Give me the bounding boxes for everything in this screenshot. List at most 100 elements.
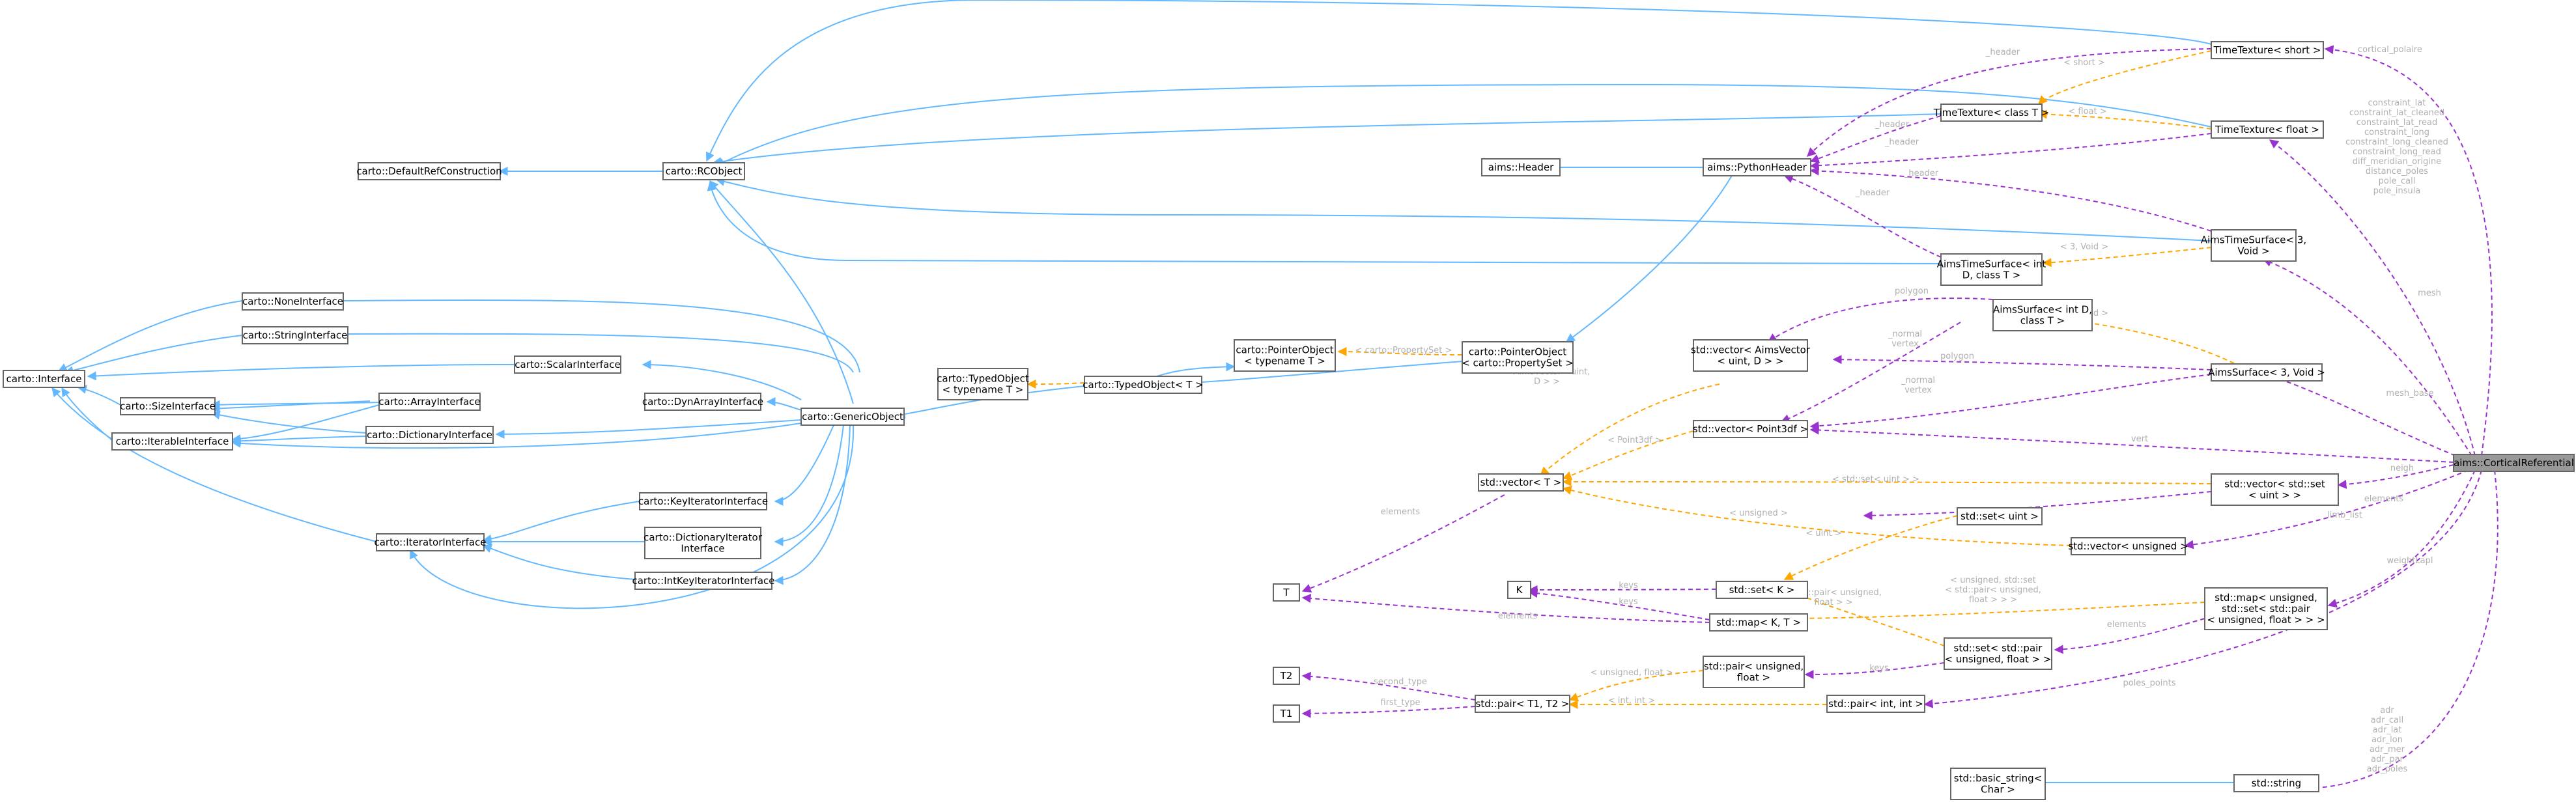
- usage-edge-normal-vertex-surface-3: [1809, 374, 2212, 431]
- node-box: [365, 426, 494, 444]
- class-node-map-kt[interactable]: std::map< K, T >: [1709, 613, 1808, 632]
- node-box: [358, 162, 501, 180]
- edge-label-polygon-1: polygon: [1895, 286, 1929, 296]
- class-node-aims-surface-3[interactable]: AimsSurface< 3, Void >: [2208, 363, 2325, 382]
- class-node-set-pair[interactable]: std::set< std::pair< unsigned, float > >: [1944, 637, 2052, 670]
- node-box: [1944, 637, 2052, 670]
- class-node-pointer-object-typename[interactable]: carto::PointerObject< typename T >: [1234, 339, 1336, 372]
- class-node-pair-int-int[interactable]: std::pair< int, int >: [1826, 695, 1925, 713]
- class-node-pair-t1-t2[interactable]: std::pair< T1, T2 >: [1475, 695, 1570, 713]
- edge-label-vert: vert: [2131, 434, 2148, 444]
- class-node-aims-surface-int[interactable]: AimsSurface< int D,class T >: [1992, 299, 2093, 331]
- edge-label-poles-points: poles_points: [2123, 678, 2175, 688]
- node-label: std::set< std::pair: [1954, 643, 2043, 654]
- node-box: [1084, 376, 1202, 394]
- class-node-typed-object-t[interactable]: carto::TypedObject< T >: [1083, 376, 1204, 394]
- node-label: carto::PointerObject: [1469, 346, 1566, 358]
- class-node-pointer-object-propset[interactable]: carto::PointerObject< carto::PropertySet…: [1462, 341, 1574, 374]
- class-node-rcobject[interactable]: carto::RCObject: [662, 162, 745, 180]
- usage-edge-polygon-surface-int: [1767, 298, 1994, 342]
- inherit-edge-scalar-interface: [642, 360, 802, 400]
- edge-label-point3df: < Point3df >: [1607, 436, 1662, 445]
- class-node-vector-aimsvector[interactable]: std::vector< AimsVector< uint, D > >: [1691, 339, 1811, 372]
- class-node-vector-point3df[interactable]: std::vector< Point3df >: [1693, 420, 1808, 438]
- class-node-generic-object[interactable]: carto::GenericObject: [800, 408, 905, 426]
- class-node-set-k[interactable]: std::set< K >: [1716, 581, 1808, 599]
- node-box: [1507, 581, 1531, 599]
- class-node-string-interface[interactable]: carto::StringInterface: [242, 326, 348, 344]
- class-node-dyn-array-interface[interactable]: carto::DynArrayInterface: [642, 393, 763, 411]
- class-node-key-iterator-interface[interactable]: carto::KeyIteratorInterface: [638, 492, 768, 510]
- node-box: [1273, 704, 1300, 723]
- class-node-none-interface[interactable]: carto::NoneInterface: [242, 292, 344, 311]
- class-node-t1[interactable]: T1: [1273, 704, 1300, 723]
- node-label: < uint > >: [2248, 490, 2301, 501]
- class-node-time-texture-float[interactable]: TimeTexture< float >: [2211, 120, 2324, 139]
- class-node-time-texture-class[interactable]: TimeTexture< class T >: [1933, 104, 2049, 122]
- class-node-t[interactable]: T: [1273, 583, 1300, 602]
- edge-label-text: neigh: [2390, 464, 2414, 473]
- node-label: carto::DefaultRefConstruction: [356, 165, 502, 177]
- edge-label-elements-1: elements: [2364, 494, 2404, 504]
- class-node-vector-set-uint[interactable]: std::vector< std::set< uint > >: [2211, 473, 2339, 506]
- usage-edge-header-float: [1809, 133, 2212, 171]
- template-edge-pointer-object-propset: [1337, 347, 1463, 357]
- class-node-t2[interactable]: T2: [1273, 667, 1300, 685]
- class-node-vector-unsigned[interactable]: std::vector< unsigned >: [2068, 537, 2188, 555]
- usage-edge-header-class: [1809, 115, 1942, 163]
- inherit-edge-time-texture-short: [705, 0, 2212, 162]
- class-node-array-interface[interactable]: carto::ArrayInterface: [378, 393, 481, 411]
- node-label: K: [1516, 584, 1523, 596]
- inherit-edge-iterator-interface: [410, 424, 855, 609]
- class-node-interface[interactable]: carto::Interface: [3, 370, 85, 388]
- class-node-set-uint[interactable]: std::set< uint >: [1957, 507, 2043, 525]
- inherit-edge-time-texture-class: [712, 113, 1942, 167]
- node-box: [1950, 768, 2046, 800]
- class-node-string[interactable]: std::string: [2233, 774, 2319, 792]
- edge-label-text: vert: [2131, 434, 2148, 444]
- inherit-edge-aims-time-surface-int: [707, 181, 1942, 264]
- usage-edge-header-time-surface-int: [1783, 174, 1942, 258]
- class-node-default-ref[interactable]: carto::DefaultRefConstruction: [356, 162, 502, 180]
- usage-edge-poles-points: [1923, 469, 2482, 708]
- class-node-int-key-iterator-interface[interactable]: carto::IntKeyIteratorInterface: [632, 572, 775, 590]
- node-label: float >: [1737, 672, 1770, 684]
- edge-label-text: < uint >: [1805, 529, 1841, 538]
- node-label: AimsTimeSurface< 3,: [2201, 234, 2306, 246]
- class-node-dictionary-interface[interactable]: carto::DictionaryInterface: [365, 426, 494, 444]
- class-node-scalar-interface[interactable]: carto::ScalarInterface: [514, 355, 621, 374]
- node-box: [1273, 667, 1300, 685]
- template-edge-time-texture-float: [2037, 109, 2212, 130]
- class-node-size-interface[interactable]: carto::SizeInterface: [120, 397, 216, 415]
- class-node-cortical-referential[interactable]: aims::CorticalReferential: [2453, 454, 2575, 472]
- class-node-aims-time-surface-3[interactable]: AimsTimeSurface< 3,Void >: [2201, 229, 2306, 262]
- node-label: carto::GenericObject: [802, 411, 903, 423]
- class-node-time-texture-short[interactable]: TimeTexture< short >: [2211, 41, 2324, 59]
- class-node-typed-object-typename[interactable]: carto::TypedObject< typename T >: [937, 368, 1029, 400]
- class-node-basic-string[interactable]: std::basic_string<Char >: [1950, 768, 2046, 800]
- class-node-iterator-interface[interactable]: carto::IteratorInterface: [374, 533, 487, 551]
- usage-edge-elements-set-pair: [2054, 618, 2205, 654]
- edge-label-three-void-1: < 3, Void >: [2060, 242, 2108, 252]
- node-label: std::set< uint >: [1960, 510, 2039, 522]
- class-node-vector-t[interactable]: std::vector< T >: [1478, 473, 1564, 492]
- class-node-iterable-interface[interactable]: carto::IterableInterface: [111, 432, 233, 451]
- edge-label-text: polygon: [1940, 352, 1974, 361]
- class-node-k[interactable]: K: [1507, 581, 1531, 599]
- class-node-header[interactable]: aims::Header: [1481, 158, 1561, 176]
- usage-edge-mesh: [2262, 258, 2472, 456]
- node-label: carto::TypedObject< T >: [1083, 379, 1203, 391]
- edge-label-text: adr_poles: [2367, 764, 2408, 774]
- class-node-python-header[interactable]: aims::PythonHeader: [1703, 158, 1811, 176]
- inherit-edge-none-interface: [332, 296, 860, 373]
- edge-label-polygon-2: polygon: [1940, 352, 1974, 361]
- class-node-map-unsigned-set[interactable]: std::map< unsigned,std::set< std::pair< …: [2204, 587, 2328, 630]
- template-edge-set-uint: [1783, 515, 1958, 580]
- node-label: std::map< unsigned,: [2215, 592, 2317, 604]
- class-node-pair-unsigned-float[interactable]: std::pair< unsigned,float >: [1703, 656, 1805, 688]
- edge-label-text: mesh: [2418, 288, 2441, 298]
- node-box: [1693, 420, 1808, 438]
